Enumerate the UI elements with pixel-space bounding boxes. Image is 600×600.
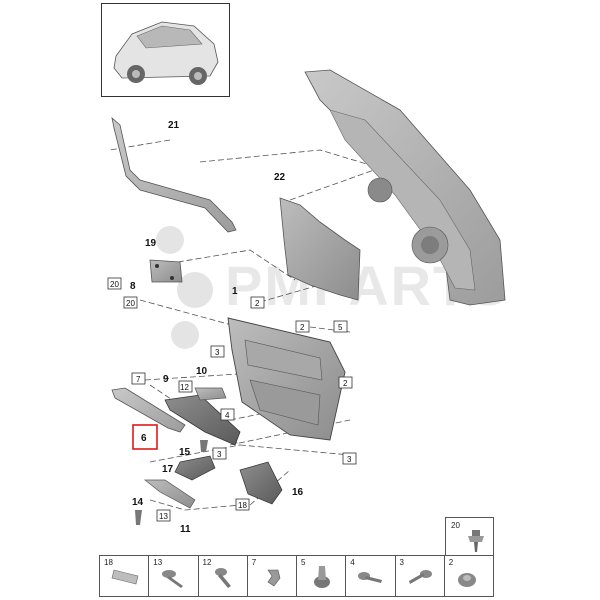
callout-7-box: 7 (136, 375, 141, 384)
lower-trim-part (135, 440, 283, 525)
parts-table-number: 3 (399, 558, 404, 567)
callout-2-box-b: 2 (300, 323, 305, 332)
parts-table-extra-cell[interactable]: 20 (445, 517, 494, 556)
screw-icon (358, 572, 383, 583)
callout-17: 17 (162, 464, 174, 475)
door-frame-part (304, 69, 506, 306)
parts-table: 18 13 12 7 5 4 (99, 555, 494, 597)
callout-2-box-c: 2 (343, 379, 348, 388)
callout-5-box: 5 (338, 323, 343, 332)
parts-table-number: 13 (153, 558, 163, 567)
parts-table-cell[interactable]: 13 (149, 556, 199, 596)
sound-barrier-part (279, 197, 361, 301)
callout-1: 1 (232, 286, 238, 297)
door-trim-panel-part (227, 317, 346, 441)
parts-table-number: 18 (104, 558, 113, 567)
callout-19: 19 (145, 238, 157, 249)
callout-6-highlighted[interactable]: 6 (132, 424, 158, 450)
screw-icon (408, 570, 432, 584)
callout-15: 15 (179, 447, 191, 458)
callout-20-box-a: 20 (110, 280, 119, 289)
callout-18-box: 18 (238, 501, 247, 510)
pad-icon (111, 569, 139, 585)
screw-icon (162, 570, 184, 588)
parts-table-number: 2 (448, 558, 454, 567)
parts-table-cell[interactable]: 4 (346, 556, 396, 596)
parts-table-cell[interactable]: 2 (445, 556, 493, 596)
grommet-icon (314, 566, 330, 588)
parts-table-cell[interactable]: 7 (248, 556, 297, 596)
parts-table-cell[interactable]: 3 (396, 556, 445, 596)
switch-frame-part (194, 387, 227, 401)
parts-table-number: 7 (251, 558, 257, 567)
callout-3-box-b: 3 (217, 450, 222, 459)
parts-table-cell[interactable]: 18 (100, 556, 150, 596)
callout-22: 22 (274, 172, 286, 183)
boxed-callouts: 20 20 2 2 5 3 2 7 12 4 3 3 18 13 (107, 277, 357, 522)
parts-table-number: 4 (350, 558, 355, 567)
callout-21: 21 (168, 120, 180, 131)
callout-3-box-c: 3 (347, 455, 352, 464)
callout-3-box-a: 3 (215, 348, 220, 357)
callout-9: 9 (163, 374, 169, 385)
callout-10: 10 (196, 366, 208, 377)
callout-20-box-b: 20 (126, 299, 135, 308)
callout-2-box-a: 2 (255, 299, 260, 308)
screw-icon (214, 568, 231, 588)
parts-table-cell[interactable]: 5 (297, 556, 347, 596)
callout-4-box: 4 (225, 411, 230, 420)
callout-13-box: 13 (159, 512, 168, 521)
nut-icon (457, 573, 476, 587)
parts-table-cell[interactable]: 12 (199, 556, 248, 596)
callout-16: 16 (292, 487, 304, 498)
bolt-icon (468, 530, 484, 552)
window-seal-part (111, 116, 237, 233)
callout-8: 8 (130, 281, 136, 292)
parts-table-number: 5 (301, 558, 306, 567)
callout-12-box: 12 (180, 383, 189, 392)
callout-11: 11 (180, 524, 191, 535)
bracket-part (149, 259, 183, 283)
trim-strip-part (111, 387, 186, 433)
callout-14: 14 (132, 497, 144, 508)
car-icon (113, 21, 219, 85)
clip-icon (267, 569, 281, 587)
callout-6: 6 (141, 433, 147, 444)
parts-table-extra-number: 20 (451, 521, 460, 530)
vehicle-thumbnail (101, 3, 230, 97)
gear-icon (156, 226, 213, 349)
parts-table-number: 12 (202, 558, 212, 567)
